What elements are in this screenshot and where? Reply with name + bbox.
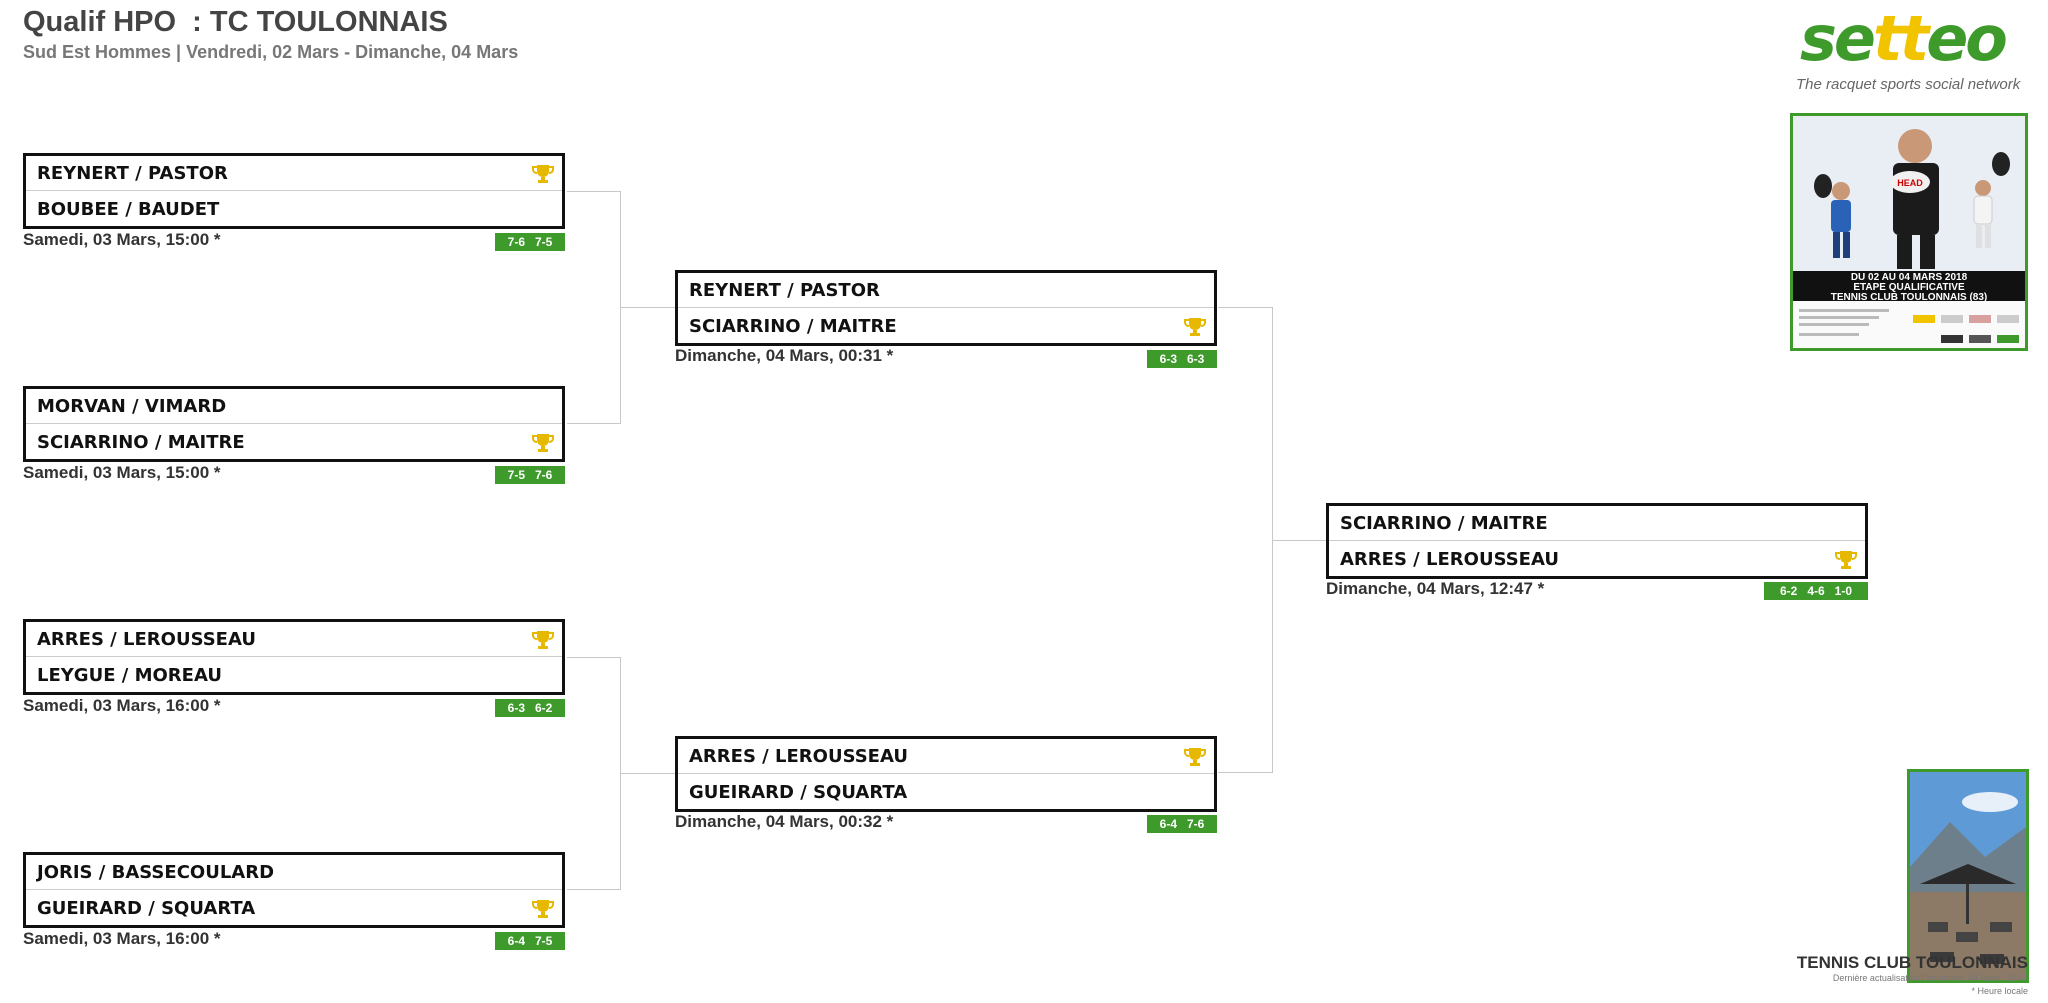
- set-score: 7-5: [535, 235, 553, 249]
- team-row[interactable]: SCIARRINO / MAITRE: [678, 309, 1214, 344]
- set-score: 1-0: [1834, 584, 1853, 598]
- team-name: LEYGUE / MOREAU: [37, 665, 222, 686]
- team-name: SCIARRINO / MAITRE: [1340, 513, 1548, 534]
- team-name: ARRES / LEROUSSEAU: [689, 746, 908, 767]
- team-name: ARRES / LEROUSSEAU: [37, 629, 256, 650]
- trophy-icon: [532, 900, 554, 918]
- match-score: 7-6 7-5: [495, 233, 565, 251]
- trophy-icon: [1184, 318, 1206, 336]
- page-subtitle: Sud Est Hommes | Vendredi, 02 Mars - Dim…: [23, 42, 519, 62]
- team-name: GUEIRARD / SQUARTA: [37, 898, 256, 919]
- poster-banner: DU 02 AU 04 MARS 2018 ETAPE QUALIFICATIV…: [1793, 271, 2025, 303]
- trophy-icon: [532, 631, 554, 649]
- match-final[interactable]: SCIARRINO / MAITRE ARRES / LEROUSSEAU: [1326, 503, 1868, 579]
- logo-prefix: se: [1800, 2, 1876, 75]
- team-name: REYNERT / PASTOR: [37, 163, 228, 184]
- team-name: REYNERT / PASTOR: [689, 280, 880, 301]
- set-score: 6-2: [1779, 584, 1798, 598]
- venue-photo[interactable]: [1907, 769, 2029, 983]
- set-score: 6-3: [1187, 352, 1205, 366]
- team-row[interactable]: ARRES / LEROUSSEAU: [1329, 542, 1865, 577]
- set-score: 7-5: [507, 468, 525, 482]
- set-score: 6-4: [507, 934, 525, 948]
- team-row[interactable]: MORVAN / VIMARD: [26, 389, 562, 424]
- logo-mid: tt: [1872, 2, 1929, 75]
- logo-tagline: The racquet sports social network: [1796, 76, 2021, 93]
- match-date: Samedi, 03 Mars, 15:00 *: [23, 230, 221, 249]
- match-score: 7-5 7-6: [495, 466, 565, 484]
- set-score: 6-3: [507, 701, 525, 715]
- match-date: Dimanche, 04 Mars, 00:31 *: [675, 346, 894, 365]
- set-score: 4-6: [1807, 584, 1825, 598]
- match-date: Dimanche, 04 Mars, 00:32 *: [675, 812, 894, 831]
- bracket-connector: [567, 191, 621, 424]
- club-name: TENNIS CLUB TOULONNAIS: [1796, 953, 2028, 972]
- match-r1-4[interactable]: JORIS / BASSECOULARD GUEIRARD / SQUARTA: [23, 852, 565, 928]
- trophy-icon: [1835, 551, 1857, 569]
- bracket-connector-stub: [621, 773, 676, 774]
- team-row[interactable]: ARRES / LEROUSSEAU: [678, 739, 1214, 774]
- logo-wordmark: setteo: [1800, 2, 2008, 75]
- set-score: 6-3: [1159, 352, 1177, 366]
- set-score: 7-6: [507, 235, 525, 249]
- trophy-icon: [532, 165, 554, 183]
- team-name: BOUBEE / BAUDET: [37, 199, 220, 220]
- set-score: 6-2: [535, 701, 553, 715]
- local-time-note: * Heure locale: [1971, 986, 2028, 996]
- team-row[interactable]: REYNERT / PASTOR: [26, 156, 562, 191]
- match-r1-2[interactable]: MORVAN / VIMARD SCIARRINO / MAITRE: [23, 386, 565, 462]
- team-row[interactable]: LEYGUE / MOREAU: [26, 658, 562, 693]
- bracket-connector-stub: [621, 307, 676, 308]
- team-row[interactable]: BOUBEE / BAUDET: [26, 192, 562, 227]
- trophy-icon: [532, 434, 554, 452]
- trophy-icon: [1184, 748, 1206, 766]
- match-score: 6-3 6-2: [495, 699, 565, 717]
- bracket-connector: [1218, 307, 1273, 773]
- set-score: 7-6: [535, 468, 553, 482]
- match-score: 6-4 7-5: [495, 932, 565, 950]
- venue-photo-illustration: [1910, 772, 2026, 980]
- team-name: SCIARRINO / MAITRE: [689, 316, 897, 337]
- team-name: ARRES / LEROUSSEAU: [1340, 549, 1559, 570]
- team-name: JORIS / BASSECOULARD: [37, 862, 275, 883]
- page-title: Qualif HPO : TC TOULONNAIS: [23, 6, 448, 38]
- match-date: Samedi, 03 Mars, 16:00 *: [23, 696, 221, 715]
- set-score: 7-5: [535, 934, 553, 948]
- team-row[interactable]: ARRES / LEROUSSEAU: [26, 622, 562, 657]
- team-row[interactable]: GUEIRARD / SQUARTA: [678, 775, 1214, 810]
- team-row[interactable]: SCIARRINO / MAITRE: [1329, 506, 1865, 541]
- match-r1-1[interactable]: REYNERT / PASTOR BOUBEE / BAUDET: [23, 153, 565, 229]
- team-row[interactable]: REYNERT / PASTOR: [678, 273, 1214, 308]
- match-r1-3[interactable]: ARRES / LEROUSSEAU LEYGUE / MOREAU: [23, 619, 565, 695]
- poster-venue: TENNIS CLUB TOULONNAIS (83): [1830, 292, 1988, 303]
- team-row[interactable]: GUEIRARD / SQUARTA: [26, 891, 562, 926]
- match-score: 6-2 4-6 1-0: [1764, 582, 1868, 600]
- poster-players-illustration: HEAD: [1793, 116, 2025, 271]
- team-name: SCIARRINO / MAITRE: [37, 432, 245, 453]
- last-update: Dernière actualisation Dimanche, 04 Mars…: [1832, 973, 2028, 983]
- match-score: 6-4 7-6: [1147, 815, 1217, 833]
- poster-sponsor-logos: [1799, 309, 2019, 343]
- poster-sponsors: [1793, 301, 2025, 348]
- poster-dates: DU 02 AU 04 MARS 2018: [1850, 272, 1968, 283]
- team-name: GUEIRARD / SQUARTA: [689, 782, 908, 803]
- bracket-connector-stub: [1273, 540, 1327, 541]
- set-score: 6-4: [1159, 817, 1177, 831]
- match-date: Samedi, 03 Mars, 16:00 *: [23, 929, 221, 948]
- team-row[interactable]: JORIS / BASSECOULARD: [26, 855, 562, 890]
- team-row[interactable]: SCIARRINO / MAITRE: [26, 425, 562, 460]
- setteo-logo[interactable]: setteo The racquet sports social network: [1790, 2, 2030, 98]
- set-score: 7-6: [1187, 817, 1205, 831]
- match-date: Dimanche, 04 Mars, 12:47 *: [1326, 579, 1545, 598]
- match-r2-2[interactable]: ARRES / LEROUSSEAU GUEIRARD / SQUARTA: [675, 736, 1217, 812]
- match-score: 6-3 6-3: [1147, 350, 1217, 368]
- logo-suffix: eo: [1926, 2, 2008, 75]
- bracket-connector: [567, 657, 621, 890]
- event-poster[interactable]: HEAD DU 02 AU 04 MARS 2018 ETAPE QUALIFI…: [1790, 113, 2028, 351]
- match-r2-1[interactable]: REYNERT / PASTOR SCIARRINO / MAITRE: [675, 270, 1217, 346]
- match-date: Samedi, 03 Mars, 15:00 *: [23, 463, 221, 482]
- poster-brand-mark: HEAD: [1897, 178, 1923, 188]
- team-name: MORVAN / VIMARD: [37, 396, 227, 417]
- poster-stage: ETAPE QUALIFICATIVE: [1853, 282, 1965, 293]
